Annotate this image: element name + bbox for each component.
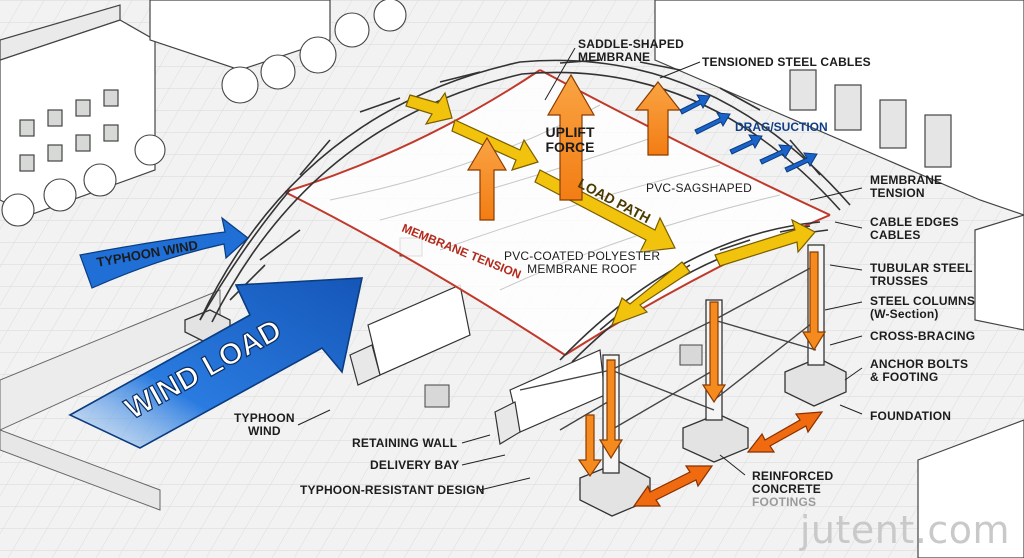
load-path-arrow-left [610,261,691,327]
left-building [0,4,156,216]
load-path-arrows [405,91,816,327]
uplift-arrow-2 [466,136,508,221]
typhoon-wind-arrow [79,216,249,289]
callout-retaining-wall: RETAINING WALL [352,436,458,450]
callout-cable-edges: CABLE EDGES CABLES [870,215,959,242]
callout-tubular-trusses: TUBULAR STEEL TRUSSES [870,261,973,288]
top-left-building [149,0,331,71]
column-load-arrows [577,251,827,478]
load-path-arrow-right [714,218,816,267]
drag-suction-arrows [679,94,818,173]
load-path-arrow-1 [405,91,453,125]
callout-steel-columns: STEEL COLUMNS (W-Section) [870,294,976,321]
callout-pvc-roof: PVC-COATED POLYESTER MEMBRANE ROOF [504,249,661,276]
trees [1,0,407,227]
callout-tensioned-cables: TENSIONED STEEL CABLES [702,55,871,69]
callout-cross-bracing: CROSS-BRACING [870,329,976,343]
right-warehouse [654,0,1024,216]
callout-leaders [297,47,863,491]
load-path-arrow-2 [451,119,539,171]
uplift-label-line-1: UPLIFT [546,124,595,140]
uplift-arrows [466,73,682,221]
delivery-truck-1 [349,284,471,386]
uplift-arrow-3 [634,81,682,156]
right-lower-building [917,214,1024,558]
wind-load-arrow [68,277,364,449]
callout-reinforced-footings: REINFORCED CONCRETE FOOTINGS [752,469,834,509]
watermark: jutent.com [799,508,1010,552]
uplift-arrow-1 [546,73,596,201]
uplift-label-line-2: FORCE [546,139,595,155]
concrete-footings [184,309,847,517]
membrane-roof [285,70,830,355]
callout-foundation: FOUNDATION [870,409,952,423]
footing-arrows [632,411,824,507]
cross-bracing [519,264,817,431]
callout-typhoon-design: TYPHOON-RESISTANT DESIGN [300,483,485,497]
callout-delivery-bay: DELIVERY BAY [370,458,460,472]
callout-membrane-tension: MEMBRANE TENSION [870,173,943,200]
callout-anchor-bolts: ANCHOR BOLTS & FOOTING [870,357,969,384]
callout-pvc-saddle: PVC-SAGSHAPED [646,181,752,195]
callout-saddle-membrane: SADDLE-SHAPED MEMBRANE [578,37,684,64]
tubular-steel-trusses [199,59,851,363]
callout-typhoon-wind: TYPHOON WIND [234,411,295,438]
drag-suction-label: DRAG/SUCTION [735,120,828,134]
